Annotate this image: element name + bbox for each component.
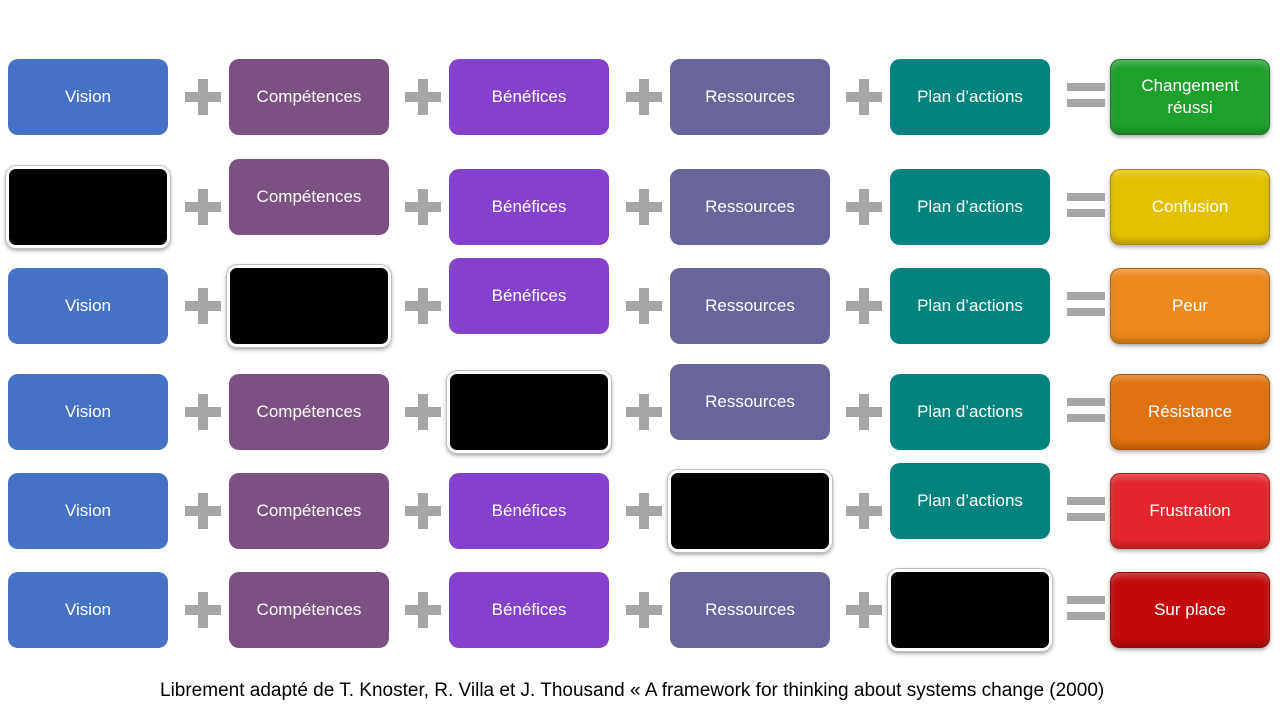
result-box: Frustration: [1110, 473, 1270, 549]
plus-icon: [846, 592, 882, 628]
box-benefices: Bénéfices: [449, 572, 609, 648]
source-caption: Librement adapté de T. Knoster, R. Villa…: [160, 680, 1105, 701]
box-vision: Vision: [8, 59, 168, 135]
plus-icon: [185, 493, 221, 529]
plus-icon: [626, 79, 662, 115]
box-plan-actions: Plan d’actions: [890, 374, 1050, 450]
plus-icon: [185, 288, 221, 324]
equals-icon: [1067, 292, 1105, 318]
plus-icon: [185, 592, 221, 628]
box-competences: Compétences: [229, 473, 389, 549]
missing-box-ressources: [668, 470, 832, 552]
plus-icon: [405, 288, 441, 324]
plus-icon: [185, 394, 221, 430]
plus-icon: [185, 79, 221, 115]
box-competences: Compétences: [229, 159, 389, 235]
equals-icon: [1067, 193, 1105, 219]
plus-icon: [626, 394, 662, 430]
plus-icon: [626, 493, 662, 529]
equals-icon: [1067, 596, 1105, 622]
box-vision: Vision: [8, 473, 168, 549]
result-box: Résistance: [1110, 374, 1270, 450]
plus-icon: [846, 394, 882, 430]
plus-icon: [846, 493, 882, 529]
result-box: Sur place: [1110, 572, 1270, 648]
plus-icon: [846, 79, 882, 115]
box-ressources: Ressources: [670, 59, 830, 135]
box-plan-actions: Plan d’actions: [890, 59, 1050, 135]
missing-box-competences: [227, 265, 391, 347]
plus-icon: [626, 288, 662, 324]
result-box: Confusion: [1110, 169, 1270, 245]
box-competences: Compétences: [229, 374, 389, 450]
plus-icon: [405, 493, 441, 529]
box-competences: Compétences: [229, 572, 389, 648]
box-vision: Vision: [8, 268, 168, 344]
box-ressources: Ressources: [670, 364, 830, 440]
plus-icon: [846, 288, 882, 324]
plus-icon: [626, 592, 662, 628]
plus-icon: [185, 189, 221, 225]
plus-icon: [846, 189, 882, 225]
plus-icon: [405, 394, 441, 430]
box-plan-actions: Plan d’actions: [890, 268, 1050, 344]
missing-box-plan-actions: [888, 569, 1052, 651]
plus-icon: [405, 79, 441, 115]
equals-icon: [1067, 83, 1105, 109]
missing-box-benefices: [447, 371, 611, 453]
box-competences: Compétences: [229, 59, 389, 135]
result-box: Peur: [1110, 268, 1270, 344]
box-vision: Vision: [8, 374, 168, 450]
box-benefices: Bénéfices: [449, 258, 609, 334]
box-benefices: Bénéfices: [449, 59, 609, 135]
box-benefices: Bénéfices: [449, 169, 609, 245]
box-vision: Vision: [8, 572, 168, 648]
box-plan-actions: Plan d’actions: [890, 169, 1050, 245]
plus-icon: [626, 189, 662, 225]
box-ressources: Ressources: [670, 268, 830, 344]
result-box: Changement réussi: [1110, 59, 1270, 135]
equals-icon: [1067, 497, 1105, 523]
plus-icon: [405, 189, 441, 225]
equals-icon: [1067, 398, 1105, 424]
plus-icon: [405, 592, 441, 628]
missing-box-vision: [6, 166, 170, 248]
box-plan-actions: Plan d’actions: [890, 463, 1050, 539]
box-benefices: Bénéfices: [449, 473, 609, 549]
box-ressources: Ressources: [670, 572, 830, 648]
box-ressources: Ressources: [670, 169, 830, 245]
